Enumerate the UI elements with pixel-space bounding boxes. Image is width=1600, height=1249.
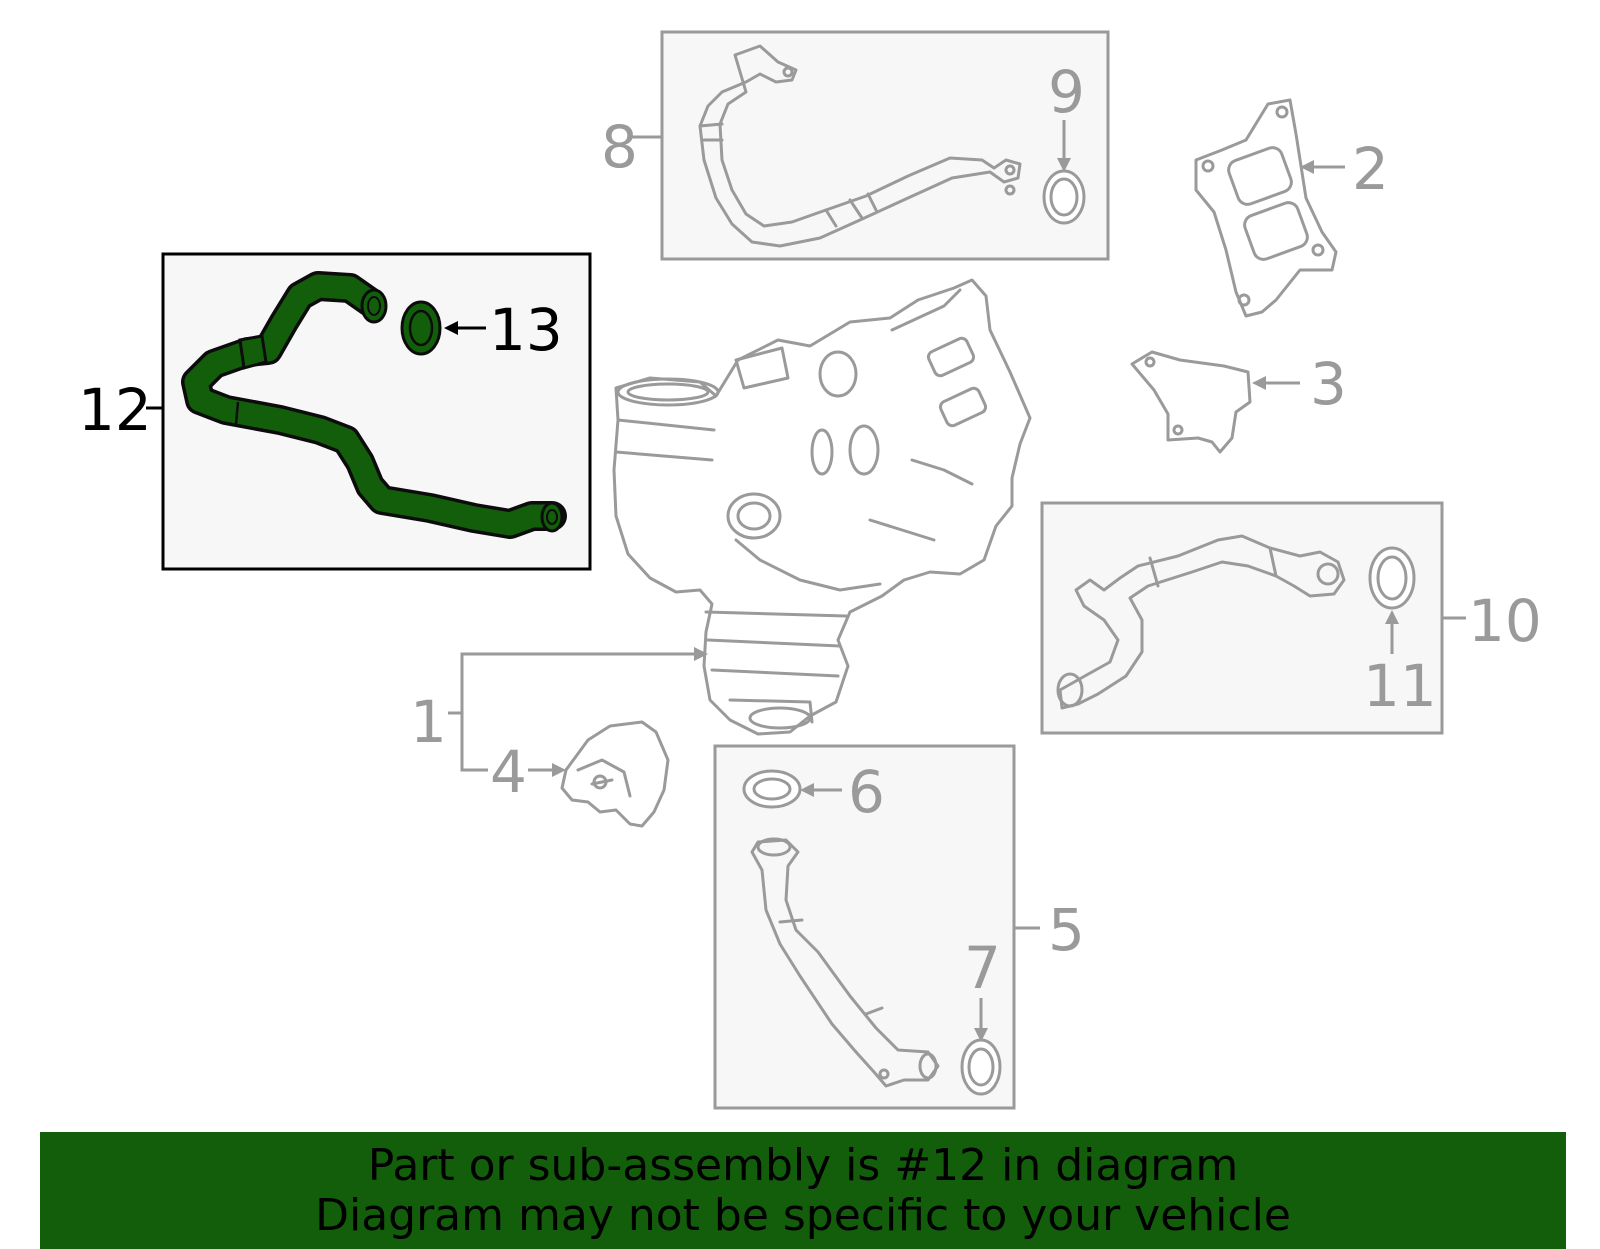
banner-line-part-number: Part or sub-assembly is #12 in diagram <box>367 1139 1239 1191</box>
leader-1 <box>448 652 702 715</box>
group-box-12: 13 12 <box>78 252 592 571</box>
callout-7: 7 <box>964 934 1001 1002</box>
part-12-hose-end-lower <box>540 501 564 533</box>
callout-3: 3 <box>1310 350 1347 418</box>
callout-2: 2 <box>1352 135 1389 203</box>
banner-line-disclaimer: Diagram may not be specific to your vehi… <box>315 1189 1291 1241</box>
callout-5: 5 <box>1048 896 1085 964</box>
arrow-6 <box>800 783 814 797</box>
arrow-4 <box>552 763 566 777</box>
part-12-hose-end-upper-bore <box>367 296 381 316</box>
part-7-seal[interactable] <box>960 1038 1002 1096</box>
arrow-3 <box>1252 376 1266 390</box>
part-5-pipe[interactable] <box>750 837 940 1088</box>
part-12-hose-end-lower-bore <box>546 509 558 525</box>
leader-1-4 <box>460 713 488 772</box>
group-box-8-frame <box>660 30 1110 261</box>
callout-6: 6 <box>848 758 885 826</box>
callout-4: 4 <box>490 738 527 806</box>
part-13-seal-inner <box>408 309 434 347</box>
callout-9: 9 <box>1048 58 1085 126</box>
callout-12: 12 <box>78 376 152 444</box>
part-13-seal[interactable] <box>400 300 442 356</box>
part-12-hose[interactable] <box>181 271 567 539</box>
arrow-2 <box>1300 160 1314 174</box>
callout-1: 1 <box>410 688 447 756</box>
part-11-seal[interactable] <box>1368 546 1416 610</box>
arrow-1 <box>694 647 708 661</box>
part-10-pipe[interactable] <box>1056 534 1346 710</box>
part-12-hose-end-upper <box>360 288 388 324</box>
arrow-7 <box>974 1028 988 1042</box>
callout-10: 10 <box>1468 587 1542 655</box>
part-12-hose-body <box>184 274 564 536</box>
part-8-pipe[interactable] <box>698 44 1022 248</box>
part-1-turbocharger[interactable] <box>612 278 1032 736</box>
arrow-11 <box>1385 610 1399 624</box>
group-box-8: 8 9 <box>601 30 1110 261</box>
part-4-heat-shield[interactable] <box>560 720 670 828</box>
arrow-13 <box>444 321 458 335</box>
group-box-10: 10 11 <box>1040 501 1542 735</box>
callout-13: 13 <box>489 296 563 364</box>
group-box-5: 6 7 5 <box>713 744 1085 1110</box>
part-12-hose-seam <box>234 401 240 425</box>
part-6-seal[interactable] <box>742 769 802 809</box>
part-9-seal[interactable] <box>1042 169 1086 225</box>
info-banner: Part or sub-assembly is #12 in diagram D… <box>40 1132 1566 1249</box>
part-3-bracket[interactable] <box>1130 350 1252 454</box>
part-2-gasket[interactable] <box>1194 98 1338 318</box>
callout-8: 8 <box>601 113 638 181</box>
group-box-10-frame <box>1040 501 1444 735</box>
arrow-9 <box>1057 158 1071 172</box>
part-12-hose-clamp <box>238 334 268 370</box>
callout-11: 11 <box>1363 652 1437 720</box>
